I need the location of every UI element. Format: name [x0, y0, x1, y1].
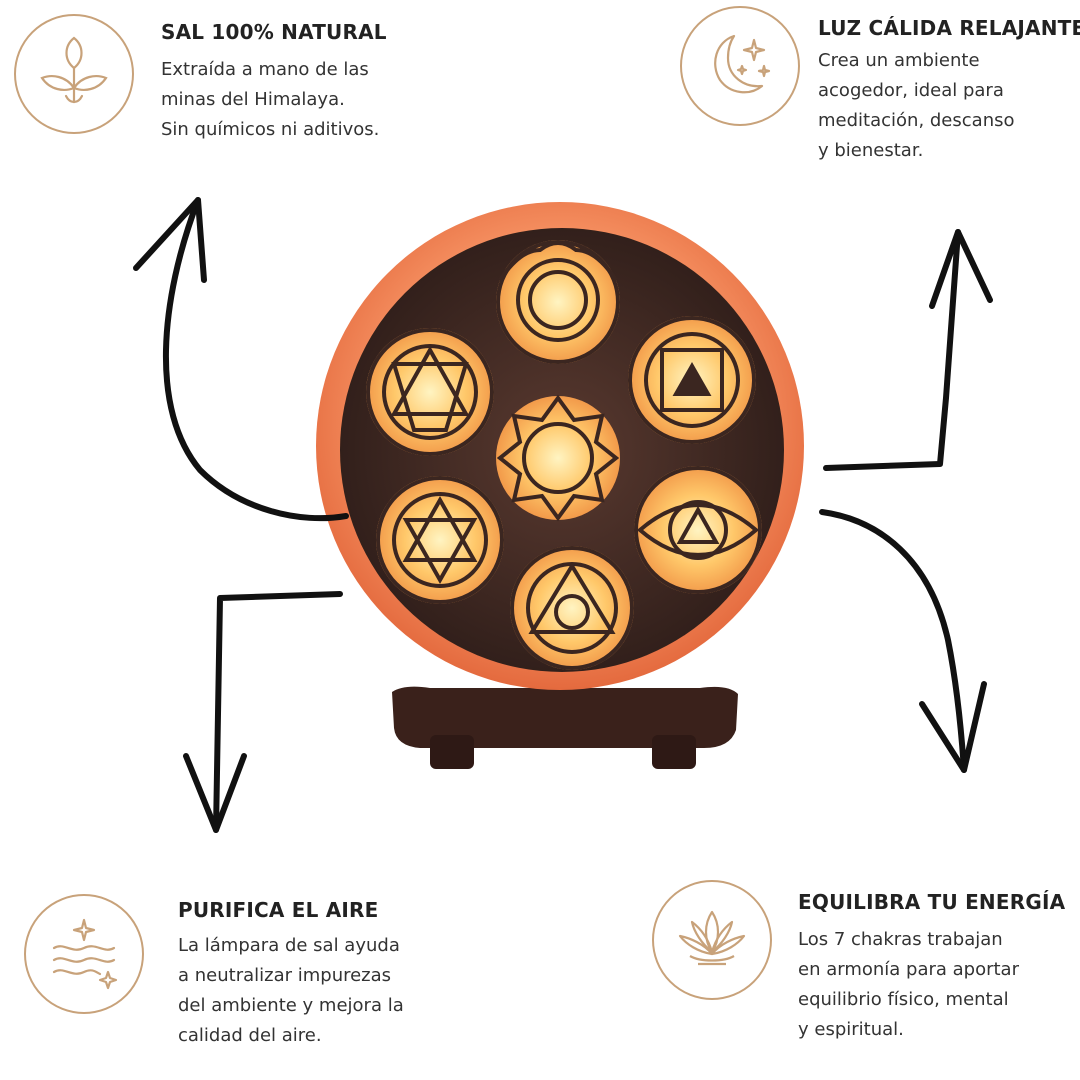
wooden-base: [392, 686, 738, 769]
feature-line: meditación, descanso: [818, 110, 1015, 131]
feature-line: Extraída a mano de las: [161, 59, 369, 80]
feature-line: a neutralizar impurezas: [178, 965, 392, 986]
feature-line: La lámpara de sal ayuda: [178, 935, 400, 956]
arrow-to-bottom-left: [213, 591, 343, 833]
feature-description: La lámpara de sal ayuda a neutralizar im…: [178, 931, 404, 1051]
pointer-arrows: [133, 197, 993, 833]
feature-description: Los 7 chakras trabajan en armonía para a…: [798, 925, 1019, 1045]
chakra-star-left: [376, 476, 504, 604]
feature-line: minas del Himalaya.: [161, 89, 345, 110]
chakra-square-right: [628, 316, 756, 444]
feature-line: Los 7 chakras trabajan: [798, 929, 1003, 950]
chakra-center: [496, 394, 620, 522]
lotus-icon: [652, 880, 772, 1000]
chakra-medallions: [366, 240, 762, 670]
leaf-sprout-icon: [14, 14, 134, 134]
air-waves-sparkle-icon: [24, 894, 144, 1014]
feature-line: y bienestar.: [818, 140, 924, 161]
feature-title: PURIFICA EL AIRE: [178, 898, 379, 922]
feature-title: LUZ CÁLIDA RELAJANTE: [818, 16, 1080, 40]
feature-description: Extraída a mano de las minas del Himalay…: [161, 55, 379, 145]
feature-line: Crea un ambiente: [818, 50, 980, 71]
feature-description: Crea un ambiente acogedor, ideal para me…: [818, 46, 1015, 166]
feature-line: Sin químicos ni aditivos.: [161, 119, 380, 140]
arrow-to-top-right: [823, 229, 961, 471]
chakra-crown: [496, 240, 620, 364]
feature-line: calidad del aire.: [178, 1025, 322, 1046]
arrow-to-top-left: [163, 197, 349, 522]
moon-stars-icon: [680, 6, 800, 126]
feature-title: EQUILIBRA TU ENERGÍA: [798, 890, 1066, 914]
feature-line: y espiritual.: [798, 1019, 904, 1040]
feature-title: SAL 100% NATURAL: [161, 20, 387, 44]
feature-line: en armonía para aportar: [798, 959, 1019, 980]
chakra-triangle-left: [366, 328, 494, 456]
feature-line: del ambiente y mejora la: [178, 995, 404, 1016]
chakra-throat: [510, 546, 634, 670]
feature-line: acogedor, ideal para: [818, 80, 1004, 101]
arrow-to-bottom-right: [819, 509, 967, 773]
feature-line: equilibrio físico, mental: [798, 989, 1009, 1010]
chakra-eye-right: [634, 466, 762, 594]
